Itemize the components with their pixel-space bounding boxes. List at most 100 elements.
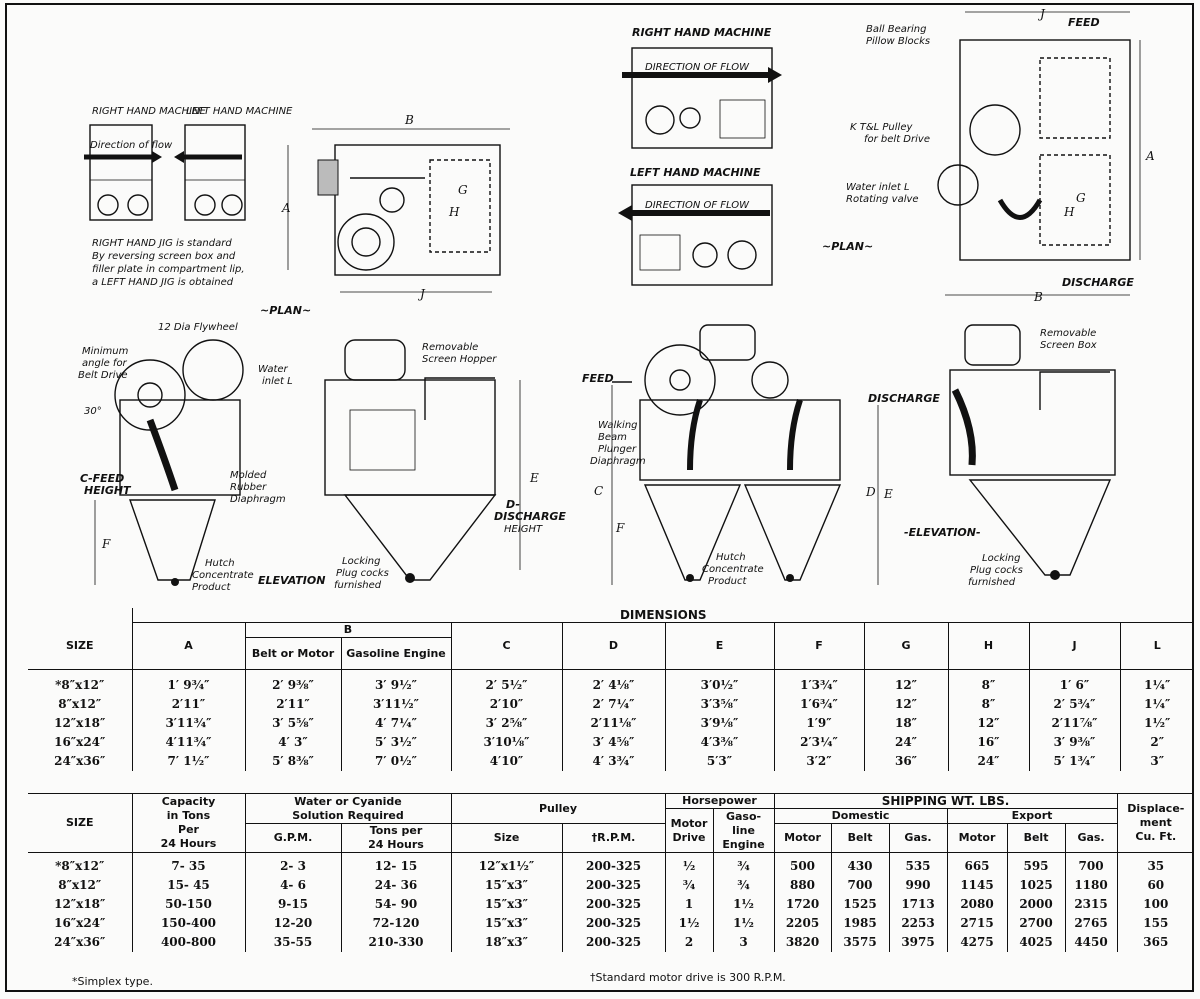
dim-cell-f: 1′6¾″ xyxy=(773,694,864,714)
right-front-flywheel xyxy=(644,344,716,416)
discharge-height-label-3: HEIGHT xyxy=(504,524,543,535)
cap-cell-capacity: 7- 35 xyxy=(131,856,245,876)
cap-cell-exp-motor: 2715 xyxy=(946,913,1008,933)
right-front-hopper-2 xyxy=(743,484,842,581)
cap-tons-h2: 24 Hours xyxy=(368,838,424,851)
cap-cell-gpm: 9-15 xyxy=(244,894,341,914)
dim-cell-b-gas: 3′11½″ xyxy=(340,694,451,714)
flywheel-hub xyxy=(137,382,163,408)
left-side-body xyxy=(119,399,241,496)
dim-cell-b-gas: 5′ 3½″ xyxy=(340,732,451,752)
small-hand-machine-sketches: RIGHT HAND MACHINE LEFT HAND MACHINE Dir… xyxy=(84,106,293,288)
left-front-cock xyxy=(405,573,415,583)
dim-cell-b-belt: 4′ 3″ xyxy=(244,732,341,752)
left-side-elevation: 12 Dia Flywheel Minimum angle for Belt D… xyxy=(78,322,286,593)
left-front-hopper xyxy=(343,494,497,581)
cap-motor-drive-header: Motor Drive xyxy=(664,808,714,853)
dimensions-row: *8″x12″1′ 9¾″2′ 9⅜″3′ 9½″2′ 5½″2′ 4⅛″3′0… xyxy=(28,675,1195,695)
cap-cell-capacity: 15- 45 xyxy=(131,875,245,895)
cap-domestic-header: Domestic xyxy=(773,808,948,824)
left-plan-view: B A G H J ~PLAN~ xyxy=(260,113,510,317)
dim-header-g: G xyxy=(863,622,948,670)
feed-height-label-2: HEIGHT xyxy=(84,484,132,497)
dim-cell-f: 1′9″ xyxy=(773,713,864,733)
dim-cell-h: 24″ xyxy=(947,751,1029,771)
dim-cell-e: 3′0½″ xyxy=(664,675,774,695)
left-plan-pulley xyxy=(317,159,339,196)
footnote-simplex: *Simplex type. xyxy=(72,975,153,988)
ball-bearing-label-1: Ball Bearing xyxy=(866,24,926,35)
left-front-body xyxy=(324,379,496,496)
dim-cell-e: 3′9⅛″ xyxy=(664,713,774,733)
right-side-screen-box xyxy=(1039,371,1110,410)
small-direction-label: Direction of flow xyxy=(90,140,173,151)
cap-cell-capacity: 400-800 xyxy=(131,932,245,952)
cap-size-header: SIZE xyxy=(28,793,132,853)
dim-header-a: A xyxy=(131,622,245,670)
cap-cell-exp-gas: 2765 xyxy=(1064,913,1118,933)
center-rh-pump xyxy=(679,107,701,129)
small-lh-outline xyxy=(184,124,246,221)
dimensions-row: 12″x18″3′11¾″3′ 5⅝″4′ 7¼″3′ 2⅝″2′11⅛″3′9… xyxy=(28,713,1195,733)
cap-cell-exp-belt: 4025 xyxy=(1006,932,1066,952)
hutch-label-1: Hutch xyxy=(205,558,235,569)
dim-cell-size: *8″x12″ xyxy=(55,678,105,692)
right-plan-box-2 xyxy=(1039,154,1111,246)
right-plan-label: ~PLAN~ xyxy=(822,240,873,253)
cap-ge-h2: line xyxy=(732,823,755,837)
right-front-walking-beam xyxy=(687,399,703,471)
center-lh-outline xyxy=(631,184,773,286)
dim-cell-a: 3′11¾″ xyxy=(131,713,245,733)
feed-height-label-1: C-FEED xyxy=(80,472,124,485)
dim-cell-g: 12″ xyxy=(863,675,948,695)
cap-pulley-header: Pulley xyxy=(450,793,666,824)
cap-cell-rpm: 200-325 xyxy=(561,932,666,952)
dim-cell-g: 36″ xyxy=(863,751,948,771)
right-front-elevation: FEED Walking Beam Plunger Diaphragm DISC… xyxy=(582,324,940,587)
dim-header-e: E xyxy=(664,622,774,670)
cap-cell-pulley: 15″x3″ xyxy=(450,875,562,895)
removable-hopper-label-1: Removable xyxy=(422,342,478,353)
cap-cell-hp-motor: 1½ xyxy=(664,913,714,933)
center-right-hand-label: RIGHT HAND MACHINE xyxy=(632,26,772,39)
dim-cell-d: 2′ 7¼″ xyxy=(561,694,665,714)
hutch-label-2: Concentrate xyxy=(192,570,254,581)
walking-beam-label-1: Walking xyxy=(598,420,638,431)
center-lh-direction: DIRECTION OF FLOW xyxy=(645,200,750,211)
small-rh-pump xyxy=(127,194,149,216)
cap-shipping-header: SHIPPING WT. LBS. xyxy=(773,793,1118,809)
left-plan-screen-box xyxy=(429,159,491,253)
cap-cell-dom-belt: 1985 xyxy=(830,913,890,933)
right-front-body xyxy=(639,399,841,481)
pulley-label-2: for belt Drive xyxy=(864,134,930,145)
cap-md-h2: Drive xyxy=(672,830,706,844)
removable-box-label-2: Screen Box xyxy=(1040,340,1097,351)
cap-cell-exp-motor: 2080 xyxy=(946,894,1008,914)
right-plan-dim-g: G xyxy=(1076,191,1086,205)
left-side-hopper xyxy=(129,499,216,581)
water-inlet-label-2: inlet L xyxy=(262,376,293,387)
right-plan-dim-b: B xyxy=(1033,290,1043,304)
dim-cell-b-belt: 2′ 9⅜″ xyxy=(244,675,341,695)
right-front-dim-f: F xyxy=(615,521,625,535)
small-rh-outline xyxy=(89,124,153,221)
right-side-elevation: Removable Screen Box Locking Plug cocks … xyxy=(904,324,1116,588)
cap-cell-gpm: 12-20 xyxy=(244,913,341,933)
right-front-dim-d: D xyxy=(865,485,876,499)
right-side-motor xyxy=(964,324,1021,366)
left-plan-frame xyxy=(334,144,501,276)
jig-note-1: RIGHT HAND JIG is standard xyxy=(92,238,232,249)
cap-cell-dom-belt: 3575 xyxy=(830,932,890,952)
right-side-cock xyxy=(1050,570,1060,580)
min-angle-label-1: Minimum xyxy=(82,346,129,357)
cap-cell-dom-gas: 990 xyxy=(888,875,948,895)
cap-cell-size: 8″x12″ xyxy=(58,878,102,892)
cap-cell-disp: 365 xyxy=(1116,932,1195,952)
dim-cell-e: 4′3⅜″ xyxy=(664,732,774,752)
cap-cell-exp-gas: 2315 xyxy=(1064,894,1118,914)
cap-cell-exp-gas: 4450 xyxy=(1064,932,1118,952)
left-elevation-label: ELEVATION xyxy=(258,574,325,587)
cap-cell-tons: 24- 36 xyxy=(340,875,451,895)
